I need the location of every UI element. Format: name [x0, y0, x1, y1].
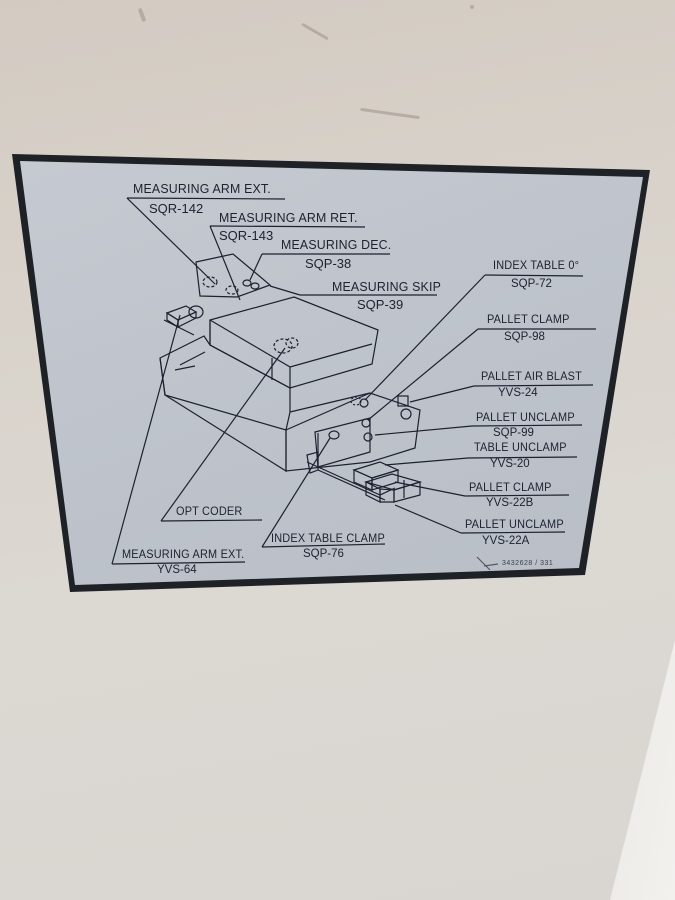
label-pallet-unclamp-yvs22a: PALLET UNCLAMP — [465, 519, 564, 531]
label-pallet-air-blast: PALLET AIR BLAST — [481, 371, 583, 383]
label-measuring-skip: MEASURING SKIP — [332, 279, 442, 294]
code-sqp-72: SQP-72 — [511, 278, 552, 290]
code-yvs-64: YVS-64 — [157, 564, 197, 576]
code-yvs-22b: YVS-22B — [486, 497, 534, 509]
code-sqp-38: SQP-38 — [305, 256, 352, 271]
label-measuring-arm-ret: MEASURING ARM RET. — [219, 210, 358, 225]
label-index-table-clamp: INDEX TABLE CLAMP — [271, 533, 385, 545]
code-yvs-22a: YVS-22A — [482, 535, 530, 547]
code-sqp-99: SQP-99 — [493, 427, 534, 439]
label-pallet-clamp-yvs22b: PALLET CLAMP — [469, 482, 552, 494]
label-measuring-dec: MEASURING DEC. — [281, 237, 392, 252]
label-measuring-arm-ext-sqr142: MEASURING ARM EXT. — [133, 181, 271, 196]
label-index-table-0: INDEX TABLE 0° — [493, 260, 580, 272]
code-sqr-143: SQR-143 — [219, 228, 274, 243]
label-table-unclamp: TABLE UNCLAMP — [474, 442, 567, 454]
label-pallet-clamp-sqp98: PALLET CLAMP — [487, 314, 570, 326]
code-sqp-39: SQP-39 — [357, 297, 404, 312]
label-opt-coder: OPT CODER — [176, 506, 243, 518]
label-pallet-unclamp-sqp99: PALLET UNCLAMP — [476, 412, 575, 424]
wall-smudge — [470, 5, 474, 9]
code-sqp-76: SQP-76 — [303, 548, 344, 560]
part-number: 3432628 / 331 — [502, 560, 554, 567]
label-measuring-arm-ext-yvs64: MEASURING ARM EXT. — [122, 549, 245, 561]
code-yvs-24: YVS-24 — [498, 387, 538, 399]
code-sqp-98: SQP-98 — [504, 331, 545, 343]
code-sqr-142: SQR-142 — [149, 201, 204, 216]
code-yvs-20: YVS-20 — [490, 458, 530, 470]
